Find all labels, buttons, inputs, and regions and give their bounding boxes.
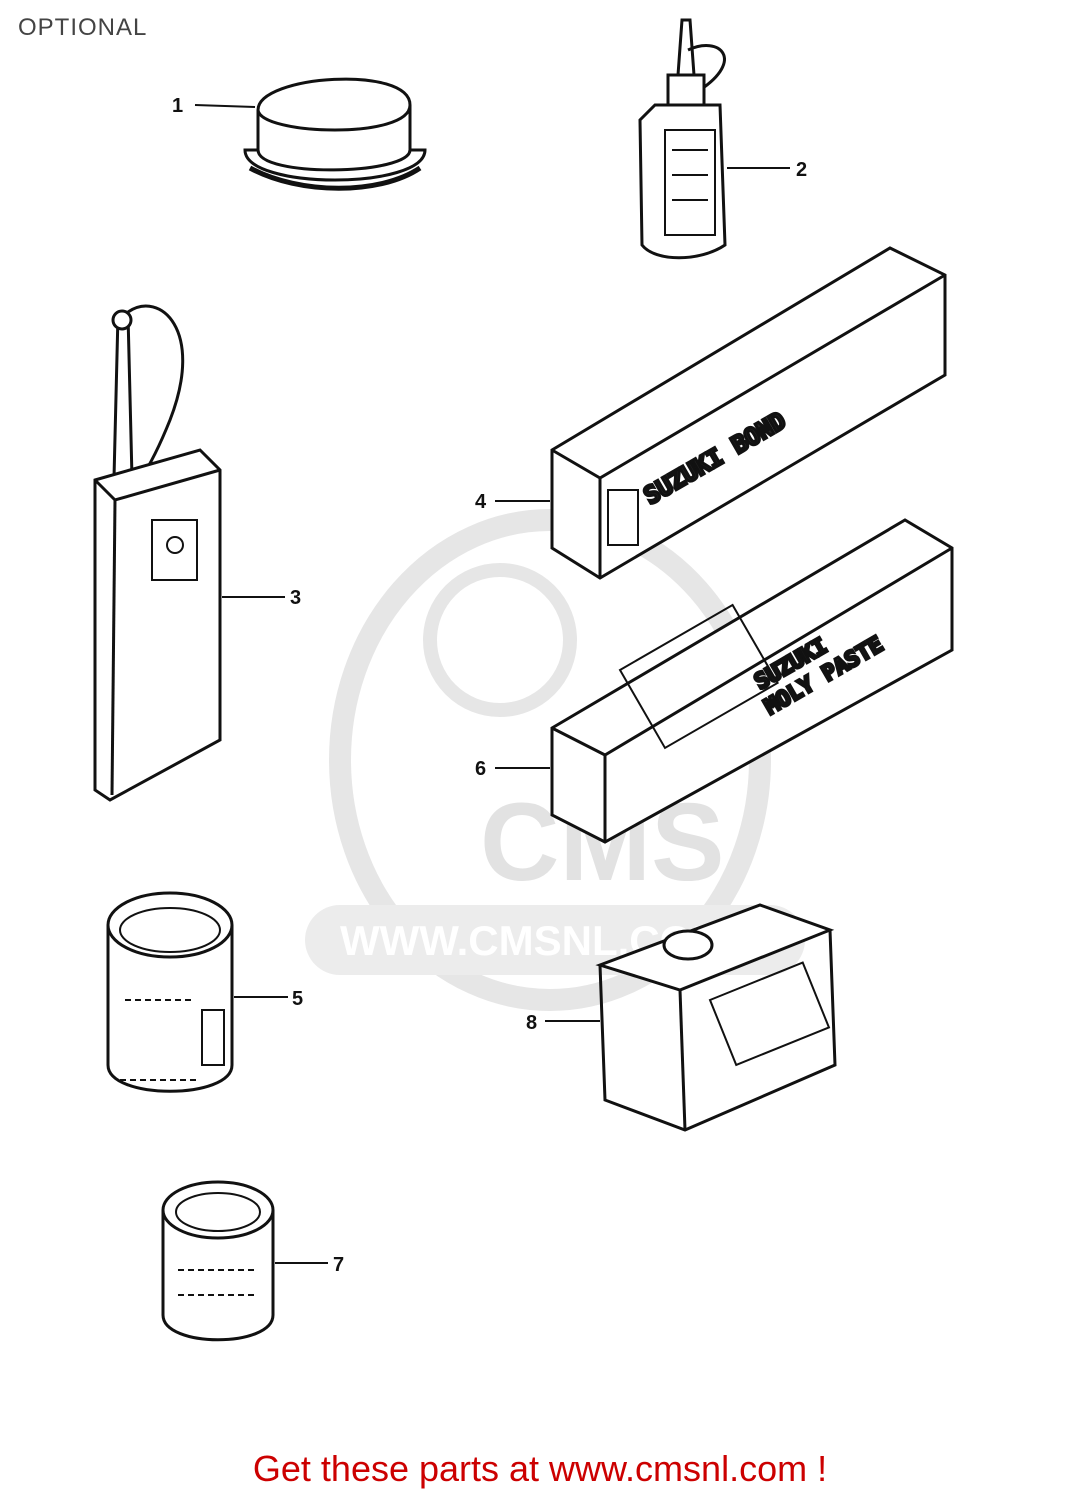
part-number-4: 4	[475, 491, 487, 513]
footer-parts-link[interactable]: Get these parts at www.cmsnl.com !	[252, 1448, 828, 1489]
part-3-oil-can	[93, 304, 222, 802]
part-number-3: 3	[290, 587, 301, 609]
part-5-large-can	[106, 891, 234, 1093]
part-number-1: 1	[172, 95, 183, 117]
part-number-6: 6	[475, 758, 486, 780]
part-7-small-can	[161, 1180, 275, 1342]
part-8-square-tin	[595, 903, 837, 1132]
part-1-grease-container	[243, 77, 427, 191]
parts-diagram: CMS WWW.CMSNL.COM 1 2 3	[93, 18, 954, 1342]
part-number-7: 7	[333, 1254, 344, 1276]
page-title: OPTIONAL	[18, 14, 148, 41]
part-number-5: 5	[292, 988, 303, 1010]
part-4-suzuki-bond-box: SUZUKI BOND	[550, 246, 947, 580]
part-2-oil-bottle	[638, 18, 727, 260]
part-number-2: 2	[796, 159, 807, 181]
leader-line-1	[194, 104, 256, 108]
part-number-8: 8	[526, 1012, 537, 1034]
